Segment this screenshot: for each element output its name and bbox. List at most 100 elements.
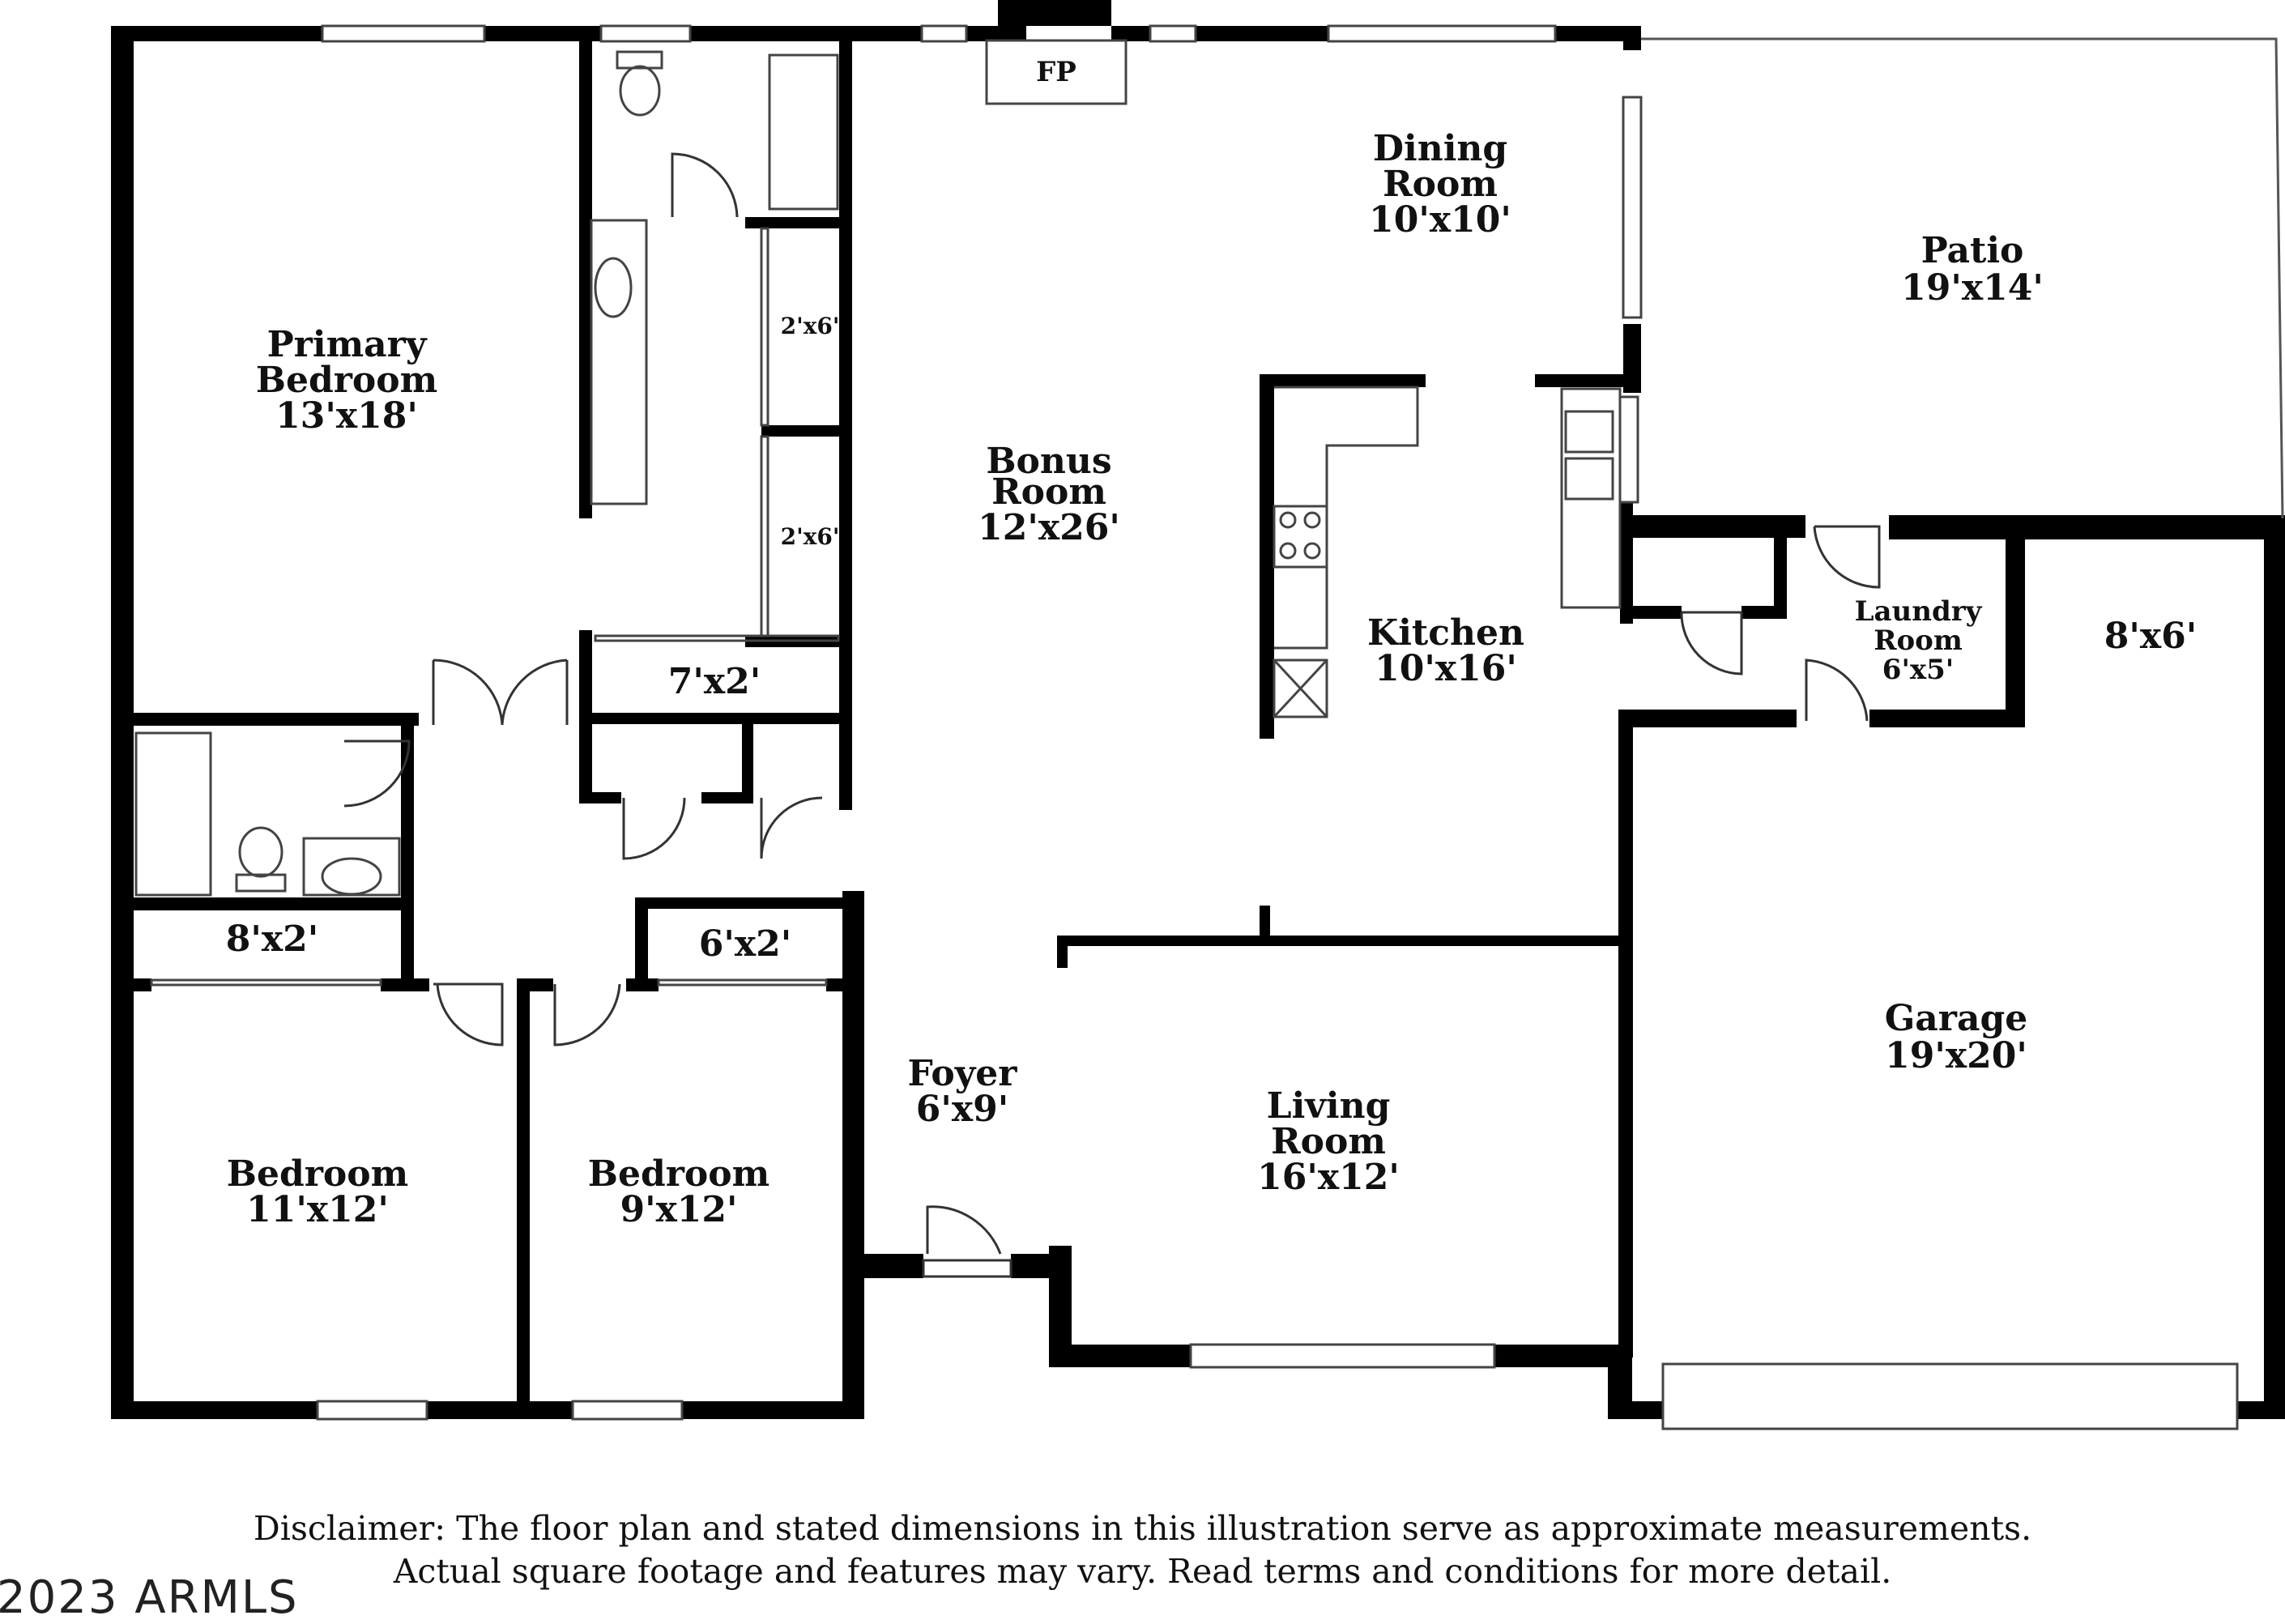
kitchen-sink-1 [1564,410,1614,454]
label-bedroom-3: Bedroom [588,1153,769,1195]
wall-east-bedrooms [842,891,864,1419]
wall-utility-mid [1774,515,1787,612]
label-patio: Patio [1921,230,2024,271]
toilet-primary-bowl [619,65,661,117]
toilet-primary-tank [616,50,663,70]
wall-bath2-east [401,713,414,988]
window-kitchen-east [1618,395,1639,504]
door-primary-right[interactable] [501,659,569,726]
label-foyer: Foyer [908,1053,1018,1094]
dishwasher-x2 [1273,659,1328,718]
window-primary [321,24,486,43]
window-bath [599,24,692,43]
wall-laundry-top-right [1889,515,2285,539]
wall-garage-south-left [1608,1401,1663,1419]
wall-closet-8x2-south-r [381,978,429,991]
window-bed2 [316,1400,428,1421]
wall-closet-divider [761,425,852,437]
door-front[interactable] [926,1205,1002,1255]
wall-primary-bath-west [579,40,592,518]
kitchen-sink-2 [1564,457,1614,501]
wall-garage-west [1618,710,1633,1358]
wall-east-garage [2264,518,2285,1419]
wall-bath2-south [111,897,414,910]
door-laundry-top[interactable] [1813,525,1881,589]
label-living-room-2: Room [1271,1121,1386,1162]
label-garage-dims: 19'x20' [1885,1035,2027,1076]
patio-outline [1641,37,2284,519]
sink-bath2 [321,857,382,896]
copyright-watermark: 2023 ARMLS [0,1571,299,1624]
wall-hall-closet-bottom [579,713,852,724]
door-primary-left[interactable] [432,659,504,726]
toilet-bath2-tank [235,873,287,893]
window-garage-door [1661,1362,2239,1430]
label-bedroom-2: Bedroom [227,1153,408,1195]
label-bonus-room-2: Room [991,471,1106,513]
burner-1 [1279,511,1297,529]
window-dining-left [1149,24,1197,43]
burner-3 [1279,542,1297,560]
wall-shower-bottom [745,217,852,228]
kitchen-counter [1274,386,1419,650]
wall-hall-closet-door-l [579,792,621,803]
label-living-room-dims: 16'x12' [1257,1157,1400,1198]
doors [343,152,1881,1278]
vanity-primary [590,219,648,505]
window-dining-east [1622,96,1643,319]
door-utility-closet[interactable] [1680,611,1743,676]
wall-closet-6x2-top [635,897,852,909]
label-foyer-dims: 6'x9' [916,1089,1008,1130]
label-closet-bed3: 6'x2' [699,923,791,965]
door-bed3[interactable] [553,983,621,1046]
door-hall-closet-1[interactable] [622,797,686,860]
window-dining [1327,24,1557,43]
label-living-room-1: Living [1267,1085,1391,1127]
stove [1273,505,1328,569]
label-kitchen-dims: 10'x16' [1375,648,1517,689]
label-dining-room-dims: 10'x10' [1369,199,1511,241]
closet-rail-a [760,227,769,427]
wall-dining-east [1623,26,1641,50]
closet-rail-bed3 [657,978,828,987]
sink-primary [594,257,633,318]
label-patio-dims: 19'x14' [1901,267,2044,309]
label-bedroom-3-dims: 9'x12' [620,1189,737,1230]
wall-kitchen-east [1620,502,1633,624]
door-bath2[interactable] [343,740,411,808]
wall-kitchen-west [1260,374,1274,739]
door-primary-bath[interactable] [671,152,739,218]
door-laundry-bottom[interactable] [1805,659,1869,722]
door-bed2[interactable] [433,982,504,1046]
door-front-threshold [922,1259,1012,1278]
label-dining-room-2: Room [1383,164,1498,205]
label-bonus-room-dims: 12'x26' [978,507,1120,548]
wall-bed-divider [517,978,530,1416]
window-living [1189,1343,1496,1369]
wall-living-north [1057,936,1620,946]
label-dining-room-1: Dining [1373,128,1507,169]
wall-utility-mid-c [1741,606,1787,619]
wall-closet-6x2-bottom-r [826,978,852,991]
vanity-bath2 [302,837,401,897]
wall-fp-cap [998,0,1111,26]
wall-laundry-bottom-left [1618,710,1797,727]
wall-hall-closet-door-m [701,792,753,803]
disclaimer-line-2: Actual square footage and features may v… [393,1552,1892,1591]
wall-kitchen-north-left [1260,374,1426,387]
label-bedroom-2-dims: 11'x12' [246,1189,389,1230]
label-garage: Garage [1885,998,2028,1039]
floor-plan: Primary Bedroom 13'x18' Bonus Room 12'x2… [111,0,2285,1430]
label-primary-bedroom-dims: 13'x18' [275,395,418,437]
closet-rail-b [760,435,769,637]
wall-primary-south [111,713,419,726]
label-primary-bedroom-1: Primary [267,324,428,365]
label-closet-bath: 8'x2' [226,919,318,960]
wall-kitchen-north-right [1535,374,1632,387]
burner-4 [1303,542,1321,560]
walls [111,0,2285,1419]
shower [768,53,839,211]
wall-south-bedrooms [111,1401,864,1419]
wall-living-north-post [1260,906,1270,938]
door-hall-closet-2[interactable] [760,796,823,859]
